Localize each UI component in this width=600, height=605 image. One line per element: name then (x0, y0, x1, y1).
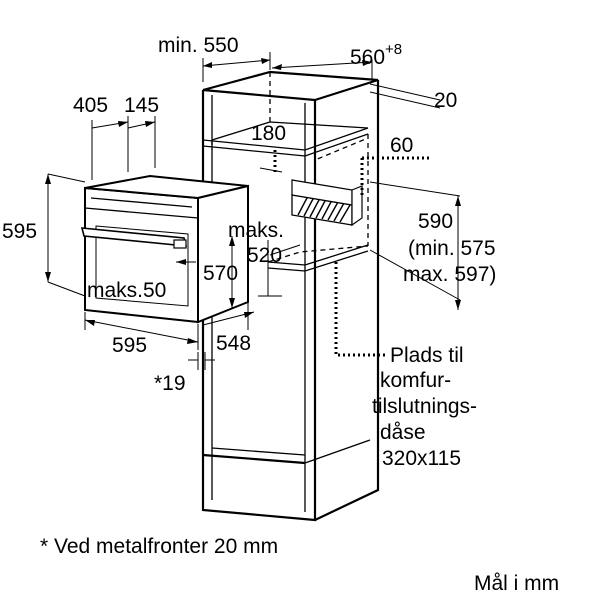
socket-callout: Plads til komfur- tilslutnings- dåse 320… (372, 344, 477, 470)
dim-595-height: 595 (2, 220, 37, 243)
dim-maks-label: maks. (228, 219, 284, 242)
dimension-labels: min. 550 560+8 20 405 145 180 60 595 mak… (2, 34, 496, 395)
dim-570: 570 (203, 262, 238, 285)
dim-20: 20 (434, 89, 457, 112)
dim-590: 590 (418, 210, 453, 233)
cabinet (201, 70, 380, 522)
oven (80, 174, 249, 324)
socket-area (291, 179, 363, 227)
dim-145: 145 (124, 94, 159, 117)
dim-520: 520 (247, 244, 282, 267)
callout-line-2: komfur- (380, 369, 451, 392)
callout-line-5: 320x115 (382, 447, 461, 470)
dim-min-550: min. 550 (158, 34, 239, 57)
callout-line-1: Plads til (390, 344, 464, 367)
dim-maks50: maks.50 (87, 279, 166, 302)
footnote-metal-fronts: * Ved metalfronter 20 mm (40, 535, 278, 558)
dim-560-sup: +8 (385, 41, 402, 58)
cabinet-side (314, 80, 380, 521)
dim-60: 60 (390, 134, 413, 157)
cabinet-top (202, 70, 379, 102)
dim-595-width: 595 (112, 334, 147, 357)
dim-560: 560+8 (350, 41, 402, 69)
dim-405: 405 (73, 94, 108, 117)
callout-line-4: dåse (380, 421, 426, 444)
dimension-lines (45, 52, 461, 370)
dim-590-min: (min. 575 (408, 237, 496, 260)
callout-line-3: tilslutnings- (372, 395, 477, 418)
dim-548: 548 (216, 332, 251, 355)
dim-560-value: 560 (350, 46, 385, 69)
dim-590-max: max. 597) (403, 263, 496, 286)
dim-180: 180 (251, 122, 286, 145)
units-label: Mål i mm (474, 572, 559, 595)
dim-star-19: *19 (154, 372, 186, 395)
